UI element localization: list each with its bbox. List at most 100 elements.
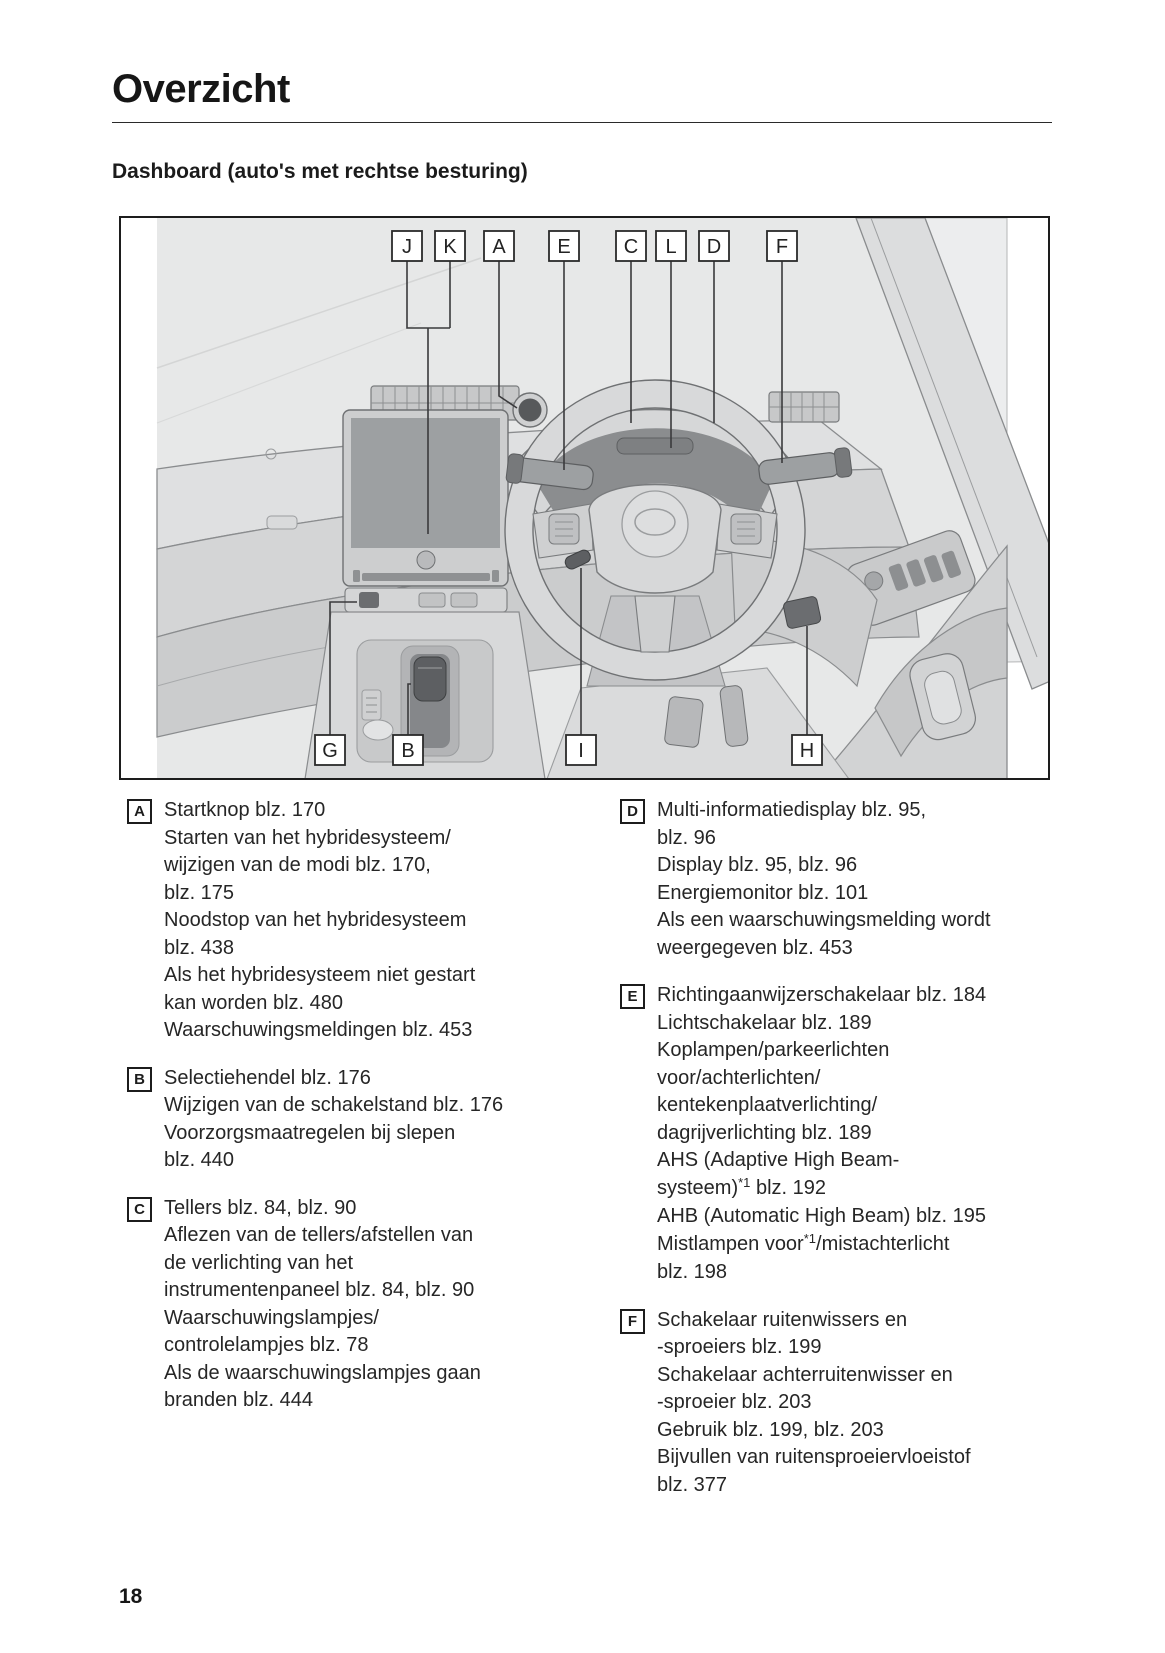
accelerator-pedal	[719, 685, 749, 747]
legend-line: Mistlampen voor*1/mistachterlicht	[657, 1230, 950, 1255]
section-subtitle: Dashboard (auto's met rechtse besturing)	[112, 160, 528, 184]
legend-line: blz. 438	[164, 936, 235, 959]
wiper-stalk	[758, 447, 853, 485]
brake-pedal	[664, 696, 704, 748]
leader-line-G	[329, 601, 357, 735]
legend-line: Als de waarschuwingslampjes gaan	[164, 1361, 481, 1384]
legend-line: blz. 377	[657, 1473, 728, 1496]
legend-letter-badge-B: B	[127, 1066, 152, 1092]
callout-letter-J: J	[402, 236, 412, 258]
legend-line: Display blz. 95, blz. 96	[657, 854, 858, 876]
steering-wheel	[504, 379, 806, 681]
legend-line: Waarschuwingslampjes/	[164, 1306, 379, 1329]
callout-box-F	[766, 230, 798, 262]
legend-line: Multi-informatiedisplay blz. 95,	[657, 799, 926, 821]
right-vent-grille	[768, 391, 840, 423]
legend-line: AHB (Automatic High Beam) blz. 195	[657, 1205, 987, 1227]
callout-box-C	[615, 230, 647, 262]
callout-letter-F: F	[776, 236, 788, 258]
leader-line-B	[407, 683, 411, 735]
start-button	[518, 398, 542, 422]
legend-line: blz. 96	[657, 826, 716, 849]
legend-item-D: D Multi-informatiedisplay blz. 95, blz. 96…	[620, 797, 1090, 962]
legend-line: Richtingaanwijzerschakelaar blz. 184	[657, 984, 987, 1006]
legend-letter-badge-A: A	[127, 799, 152, 824]
leader-line-A	[498, 261, 518, 409]
callout-box-K	[434, 230, 466, 262]
callout-box-I	[565, 734, 597, 766]
legend-line: blz. 175	[164, 881, 235, 904]
touchscreen	[342, 409, 509, 587]
callout-letter-K: K	[443, 236, 457, 258]
callout-box-J	[391, 230, 423, 262]
lower-dash-switch	[783, 596, 822, 629]
title-rule	[112, 122, 1052, 123]
lower-switch-strip	[344, 587, 508, 613]
legend-line: Waarschuwingsmeldingen blz. 453	[164, 1019, 473, 1041]
callout-box-B	[392, 734, 424, 766]
legend-line: Lichtschakelaar blz. 189	[657, 1011, 872, 1034]
legend-line: Voorzorgsmaatregelen bij slepen	[164, 1121, 456, 1144]
legend-line: blz. 440	[164, 1149, 235, 1171]
legend-line: Als een waarschuwingsmelding wordt	[657, 909, 991, 931]
callout-letter-A: A	[492, 236, 506, 258]
legend-line: instrumentenpaneel blz. 84, blz. 90	[164, 1279, 475, 1301]
legend-letter-badge-E: E	[620, 984, 645, 1009]
legend-line: -sproeier blz. 203	[657, 1391, 812, 1413]
legend-line: Koplampen/parkeerlichten	[657, 1039, 890, 1061]
center-console	[304, 611, 546, 778]
window-switch-pod	[846, 530, 976, 626]
legend-letter-badge-D: D	[620, 799, 645, 824]
callout-box-D	[698, 230, 730, 262]
legend-line: -sproeiers blz. 199	[657, 1336, 822, 1358]
callout-box-E	[548, 230, 580, 262]
legend-line: Schakelaar ruitenwissers en	[657, 1308, 908, 1331]
legend-line: voor/achterlichten/	[657, 1066, 821, 1089]
leader-line-J	[406, 261, 450, 534]
legend-line: Gebruik blz. 199, blz. 203	[657, 1418, 884, 1441]
legend-item-C: C Tellers blz. 84, blz. 90 Aflezen van de …	[127, 1195, 597, 1415]
callout-box-L	[655, 230, 687, 262]
callout-letter-G: G	[322, 740, 338, 762]
callout-letter-D: D	[707, 236, 721, 258]
legend-line: dagrijverlichting blz. 189	[657, 1121, 872, 1144]
tilt-lever	[564, 549, 591, 570]
legend-line: Schakelaar achterruitenwisser en	[657, 1363, 953, 1386]
page-number: 18	[119, 1585, 143, 1608]
callout-box-G	[314, 734, 346, 766]
legend-line: Aflezen van de tellers/afstellen van	[164, 1224, 474, 1246]
callout-box-A	[483, 230, 515, 262]
legend-item-F: F Schakelaar ruitenwissers en -sproeiers b…	[620, 1307, 1090, 1500]
callout-letter-L: L	[665, 236, 676, 258]
callout-letter-C: C	[624, 236, 638, 258]
callout-letter-I: I	[578, 740, 584, 762]
turn-signal-stalk	[505, 453, 594, 491]
callout-letter-E: E	[557, 236, 570, 258]
legend-line: Noodstop van het hybridesysteem	[164, 909, 467, 931]
callout-box-H	[791, 734, 823, 766]
legend-line: Als het hybridesysteem niet gestart	[164, 964, 476, 986]
legend-column-right: D Multi-informatiedisplay blz. 95, blz. 96…	[620, 797, 1090, 1519]
shift-lever	[413, 656, 447, 702]
cluster-top-lever	[616, 437, 694, 455]
legend-line: Energiemonitor blz. 101	[657, 881, 869, 904]
legend-line: controlelampjes blz. 78	[164, 1334, 369, 1356]
legend-letter-badge-F: F	[620, 1308, 645, 1334]
legend-line: Selectiehendel blz. 176	[164, 1066, 371, 1089]
legend-letter-badge-C: C	[127, 1196, 152, 1222]
legend-line: Startknop blz. 170	[164, 799, 326, 821]
door-handle	[909, 653, 977, 741]
legend-line: wijzigen van de modi blz. 170,	[164, 854, 431, 876]
legend-line: Starten van het hybridesysteem/	[164, 826, 451, 849]
legend-line: Tellers blz. 84, blz. 90	[164, 1196, 357, 1219]
legend-line: weergegeven blz. 453	[657, 936, 853, 959]
instrument-cluster	[537, 428, 773, 530]
callout-letter-H: H	[800, 740, 814, 762]
